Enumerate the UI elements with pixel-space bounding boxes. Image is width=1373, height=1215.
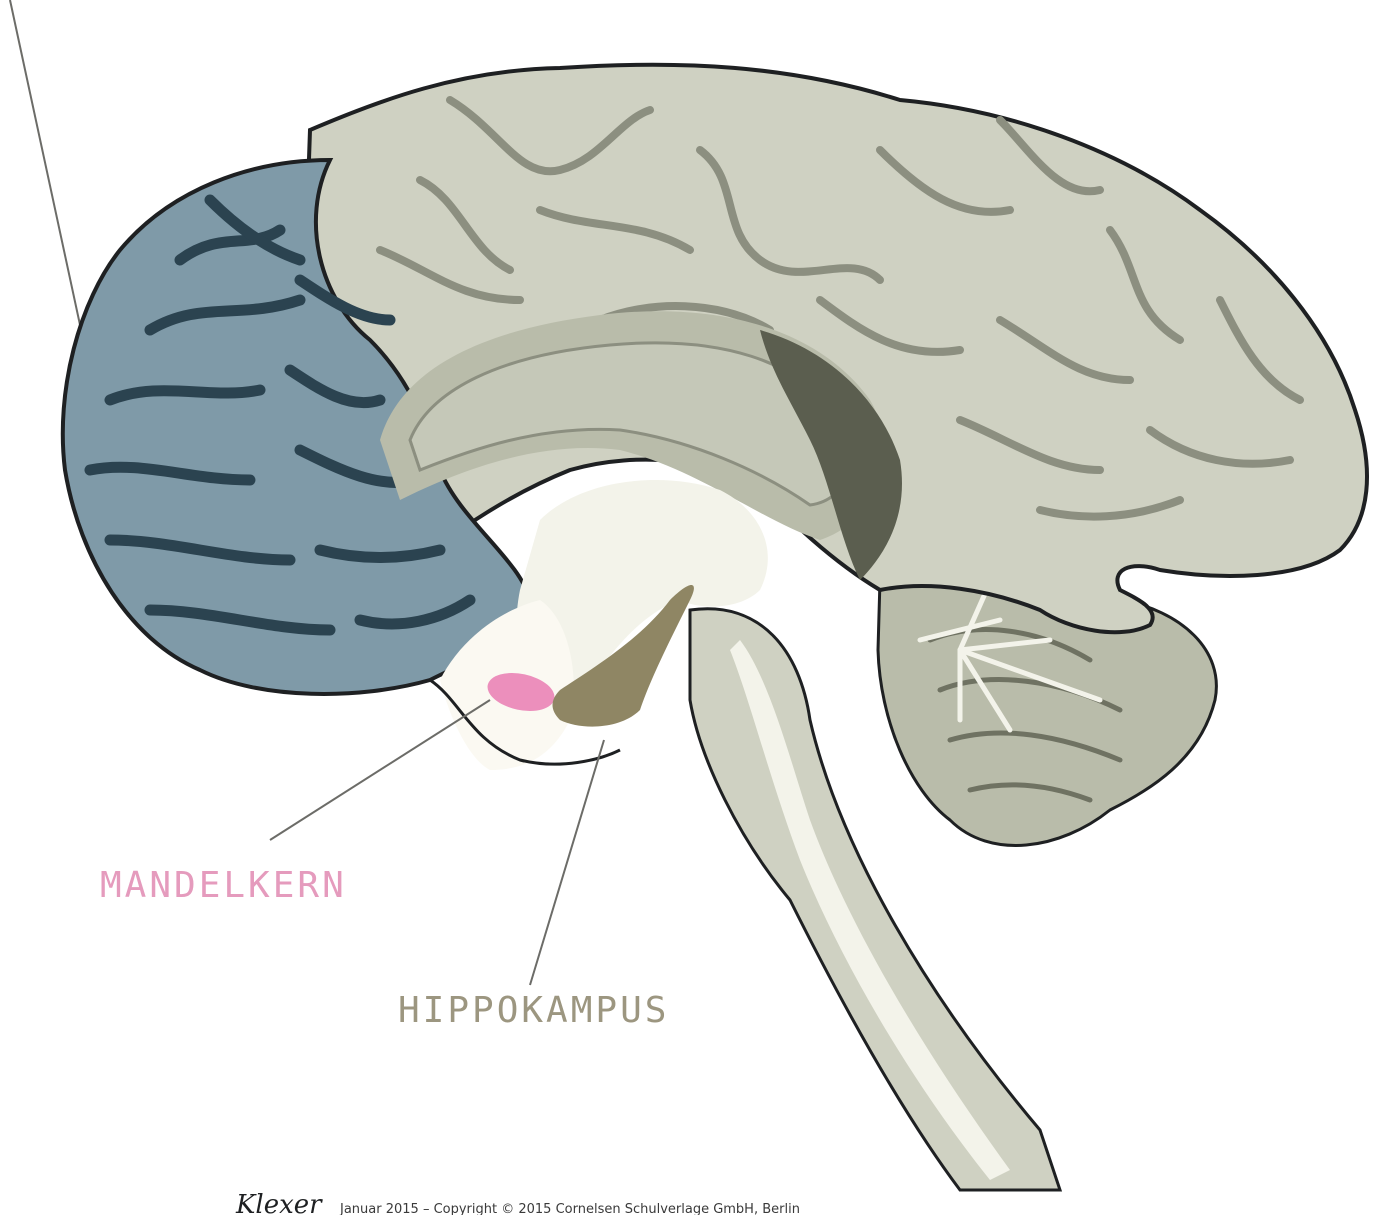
copyright-credit: Januar 2015 – Copyright © 2015 Cornelsen… [339, 1202, 800, 1215]
hippocampus-leader-line [530, 740, 604, 985]
amygdala-leader-line [270, 700, 490, 840]
amygdala-label: MANDELKERN [100, 865, 347, 906]
frontal-lobe-leader-line [10, 0, 88, 362]
hippocampus-label: HIPPOKAMPUS [398, 990, 669, 1031]
artist-signature: Klexer [235, 1190, 323, 1215]
